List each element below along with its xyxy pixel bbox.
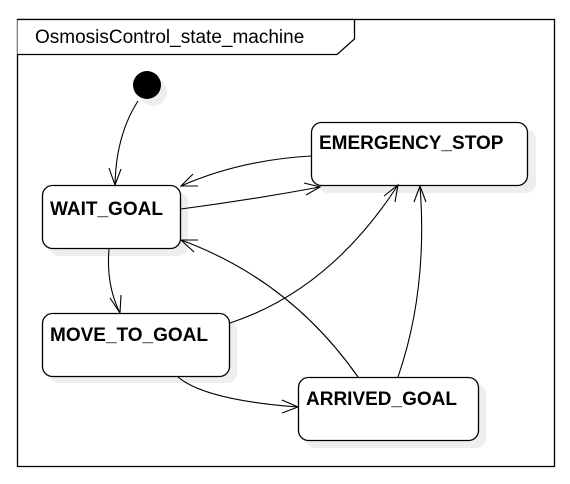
transition-emergency-stop-to-wait-goal bbox=[179, 155, 312, 187]
transition-move-to-goal-to-arrived-goal bbox=[177, 376, 300, 414]
transition-move-to-goal-to-emergency-stop bbox=[229, 183, 399, 324]
state-box bbox=[41, 312, 231, 378]
initial-state bbox=[133, 71, 161, 99]
state-label-emergency-stop: EMERGENCY_STOP bbox=[319, 133, 504, 154]
state-label-wait-goal: WAIT_GOAL bbox=[50, 199, 163, 220]
state-arrived-goal: ARRIVED_GOAL bbox=[297, 376, 486, 448]
state-wait-goal: WAIT_GOAL bbox=[41, 184, 188, 256]
transition-arrived-goal-to-emergency-stop bbox=[397, 184, 427, 378]
state-box bbox=[297, 376, 480, 442]
transition-wait-goal-to-emergency-stop bbox=[180, 182, 322, 210]
state-move-to-goal: MOVE_TO_GOAL bbox=[41, 312, 237, 383]
frame-title-tab bbox=[17, 18, 356, 56]
frame-title: OsmosisControl_state_machine bbox=[35, 27, 304, 48]
state-label-arrived-goal: ARRIVED_GOAL bbox=[306, 389, 457, 410]
state-emergency-stop: EMERGENCY_STOP bbox=[310, 121, 536, 193]
state-label-move-to-goal: MOVE_TO_GOAL bbox=[50, 325, 208, 346]
transition-initial-to-wait-goal bbox=[108, 100, 139, 187]
state-box bbox=[310, 121, 529, 187]
state-box bbox=[41, 184, 182, 250]
transition-wait-goal-to-move-to-goal bbox=[107, 248, 122, 315]
transition-arrived-goal-to-wait-goal bbox=[179, 239, 359, 378]
